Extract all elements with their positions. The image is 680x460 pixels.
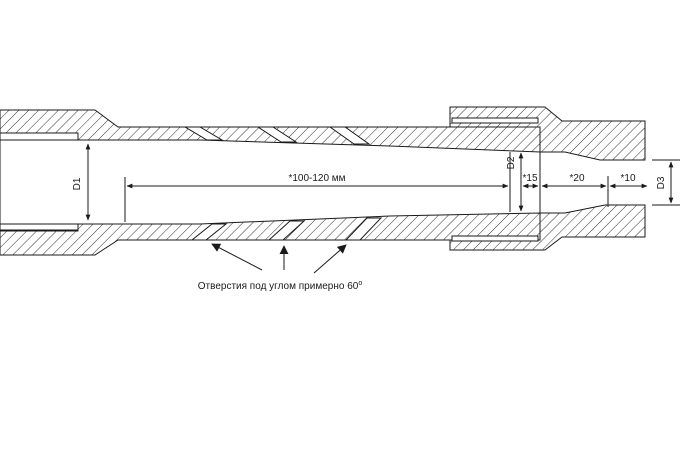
dim-10: *10	[609, 173, 648, 189]
d3-label: D3	[656, 176, 667, 189]
lower-wall-holes	[190, 217, 383, 241]
upper-wall-holes	[183, 126, 371, 145]
length-label: *100-120 мм	[288, 173, 345, 184]
coupling-head	[449, 106, 646, 251]
dim-15: *15	[522, 173, 539, 189]
dim-20: *20	[541, 173, 609, 207]
dim-15-label: *15	[522, 173, 537, 184]
hole-callout-arrows	[211, 243, 347, 274]
d3-dimension: D3	[652, 159, 680, 206]
length-dimension: *100-120 мм	[124, 173, 509, 222]
d1-label: D1	[72, 177, 83, 190]
holes-caption: Отверстия под углом примерно 60o	[198, 280, 363, 292]
d1-dimension: D1	[72, 143, 91, 221]
d2-dimension: D2	[506, 152, 524, 212]
dim-10-label: *10	[620, 173, 635, 184]
dim-20-label: *20	[569, 173, 584, 184]
main-tube-lower-wall	[0, 212, 541, 256]
d2-label: D2	[506, 156, 517, 169]
inner-liner	[0, 132, 79, 232]
